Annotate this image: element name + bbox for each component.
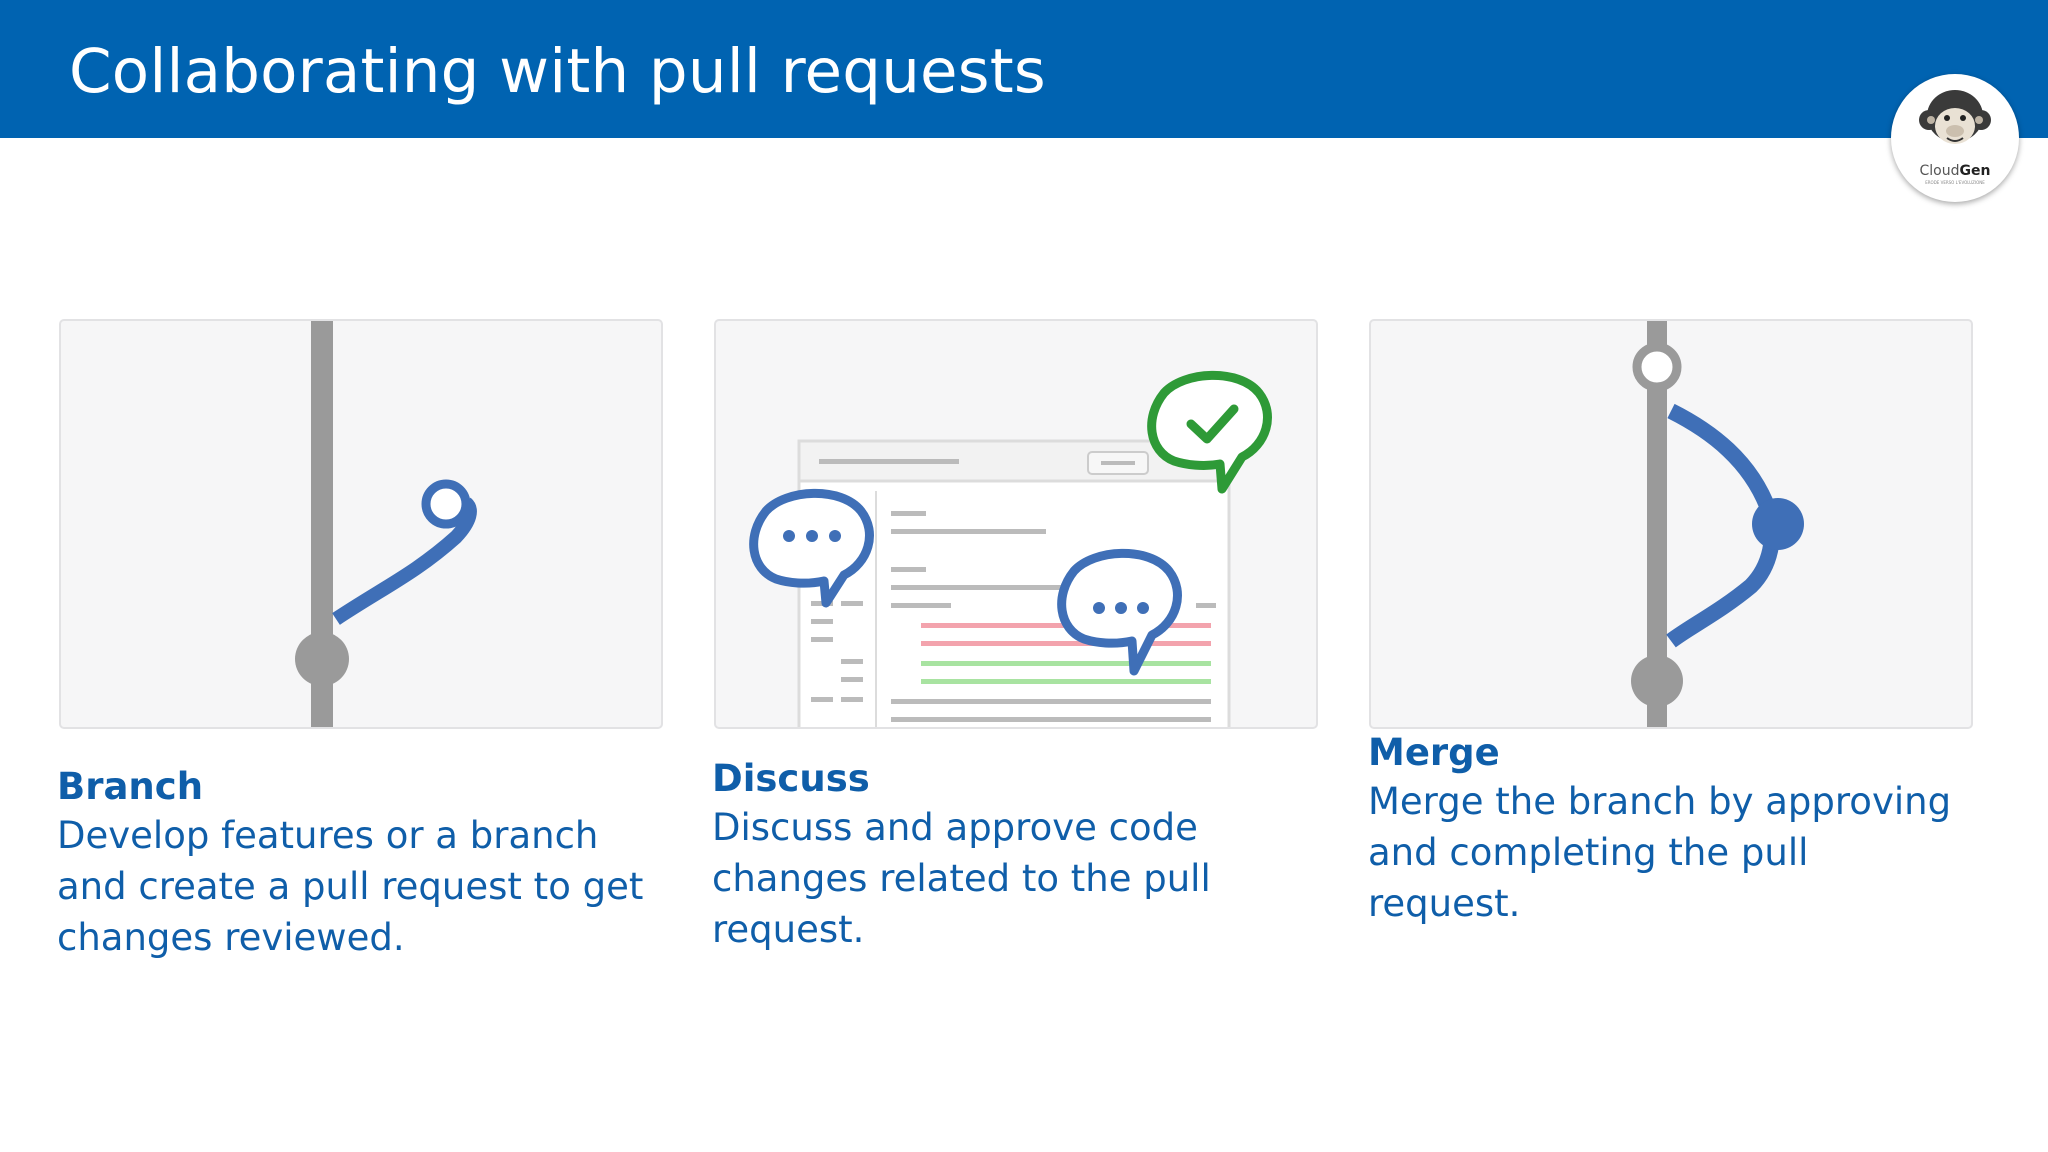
branch-description: Develop features or a branch and create …	[57, 810, 697, 963]
merge-title: Merge	[1368, 731, 1500, 774]
git-branch-icon	[295, 321, 477, 727]
branch-card	[59, 319, 663, 729]
discuss-caption: Discuss Discuss and approve code changes…	[712, 756, 1352, 955]
merge-desc-line: Merge the branch by approving	[1368, 780, 1952, 823]
discuss-card	[714, 319, 1318, 729]
discuss-desc-line: request.	[712, 908, 865, 951]
cloudgen-logo: CloudGen ERODE VERSO L'EVOLUZIONE	[1891, 74, 2019, 202]
discuss-desc-line: Discuss and approve code	[712, 806, 1198, 849]
merge-description: Merge the branch by approving and comple…	[1368, 776, 2008, 929]
slide-title: Collaborating with pull requests	[69, 36, 1046, 107]
merge-caption: Merge Merge the branch by approving and …	[1368, 730, 2008, 929]
code-review-discussion-icon	[749, 370, 1272, 727]
discuss-description: Discuss and approve code changes related…	[712, 802, 1352, 955]
branch-desc-line: and create a pull request to get	[57, 865, 644, 908]
branch-desc-line: changes reviewed.	[57, 916, 405, 959]
discuss-desc-line: changes related to the pull	[712, 857, 1211, 900]
logo-wordmark: CloudGen	[1919, 163, 1991, 179]
branch-title: Branch	[57, 765, 204, 808]
monkey-icon	[1919, 90, 1991, 144]
discuss-title: Discuss	[712, 757, 870, 800]
merge-desc-line: request.	[1368, 882, 1521, 925]
branch-desc-line: Develop features or a branch	[57, 814, 599, 857]
git-merge-icon	[1631, 321, 1804, 727]
branch-caption: Branch Develop features or a branch and …	[57, 764, 697, 963]
merge-desc-line: and completing the pull	[1368, 831, 1809, 874]
merge-card	[1369, 319, 1973, 729]
logo-tagline: ERODE VERSO L'EVOLUZIONE	[1925, 180, 1985, 185]
title-bar: Collaborating with pull requests	[0, 0, 2048, 138]
